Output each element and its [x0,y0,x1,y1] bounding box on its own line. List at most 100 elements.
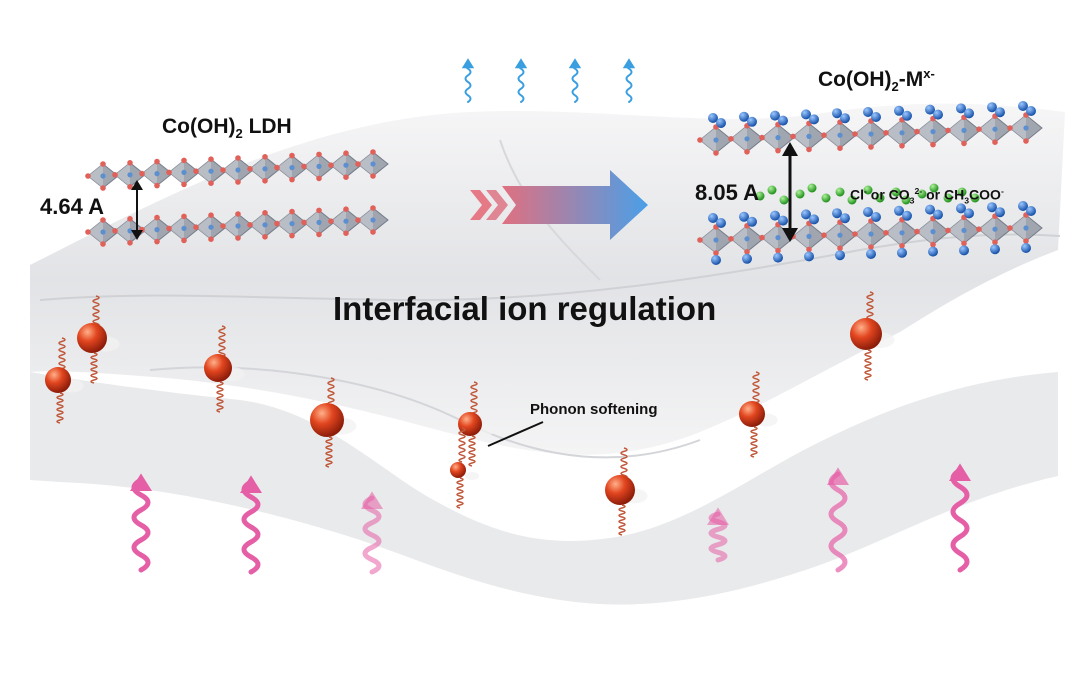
oxygen-atom [744,149,750,155]
oxygen-atom [193,224,199,230]
octahedron-face [917,118,933,145]
cobalt-atom [262,166,268,172]
adsorbed-ion [739,111,749,122]
wave-line [625,61,633,103]
ldh-layer-top [85,149,389,191]
cobalt-atom [806,233,812,239]
octahedron-face [250,156,265,181]
right-spacing-arrow [782,142,798,242]
octahedron-face [304,154,319,179]
oxygen-atom [899,243,905,249]
oxygen-atom [301,163,307,170]
ldh-layer-bottom [85,205,389,247]
oxygen-atom [208,180,214,186]
oxygen-atom [316,151,322,158]
wave-arrowhead [949,463,971,481]
phonon-spring [58,337,66,373]
phonon-unit [204,325,245,413]
intercalated-ion [917,189,927,199]
adsorbed-ion [894,205,904,216]
wave-line [241,479,261,575]
oxygen-atom [289,176,295,183]
pink-wave-arrow [361,491,383,575]
octahedron-face [948,117,964,144]
phonon-unit [605,447,648,536]
oxygen-atom [868,144,874,150]
oxygen-atom [289,208,295,215]
octahedron-face [700,227,716,253]
oxygen-atom [370,205,376,211]
cobalt-atom [806,133,812,139]
cobalt-atom [837,132,843,138]
cobalt-atom [289,165,295,171]
oxygen-atom [1023,138,1029,144]
adsorbed-ion [866,249,876,259]
adsorbed-ion [897,247,907,258]
phonon-sphere [77,323,107,353]
intercalated-ion [821,193,831,203]
cobalt-atom [1023,125,1029,131]
adsorbed-ion [1021,243,1031,253]
octahedron-face [142,161,157,186]
oxygen-atom [930,241,936,248]
intercalated-layer-bottom [697,201,1043,265]
octahedron-face [169,160,184,185]
oxygen-atom [744,249,750,255]
octahedron-face [1010,215,1026,241]
phonon-spring [618,504,626,536]
cobalt-atom [961,227,967,233]
oxygen-atom [775,247,781,254]
oxygen-atom [1023,238,1029,244]
octahedron-face [277,211,292,236]
oxygen-atom [821,232,827,238]
octahedron-face [115,162,130,187]
oxygen-atom [235,155,241,161]
adsorbed-ion [804,251,814,262]
intercalated-ion [929,183,939,193]
intercalated-ion [875,193,885,203]
cobalt-atom [154,227,160,233]
cobalt-atom [262,222,268,228]
wave-line [362,495,382,575]
cobalt-atom [100,173,106,179]
adsorbed-ion [894,105,904,116]
cobalt-atom [181,225,187,231]
cobalt-atom [127,172,133,178]
adsorbed-ion [742,253,752,264]
transformation-arrow [470,170,648,240]
oxygen-atom [316,175,322,182]
oxygen-atom [154,238,160,245]
oxygen-atom [806,146,812,153]
intercalated-ion [755,191,765,201]
adsorbed-ion [1026,106,1036,116]
oxygen-atom [100,217,106,223]
oxygen-atom [852,231,858,237]
oxygen-atom [790,133,796,140]
cobalt-atom [289,221,295,227]
cobalt-atom [992,226,998,232]
oxygen-atom [100,161,106,167]
cobalt-atom [316,219,322,225]
wave-arrowhead [707,507,729,525]
adsorbed-ion [863,207,873,217]
octahedron-face [886,119,902,146]
adsorbed-ion [778,115,788,126]
cobalt-atom [899,230,905,236]
adsorbed-ion [964,208,974,219]
pink-wave-arrow [949,463,971,573]
oxygen-atom [247,222,253,228]
cobalt-atom [713,137,719,143]
oxygen-atom [930,141,936,148]
phonon-sphere [450,462,466,478]
oxygen-atom [112,228,118,234]
oxygen-atom [235,211,241,217]
phonon-unit [739,371,778,458]
cobalt-atom [930,129,936,135]
cobalt-atom [316,163,322,169]
adsorbed-ion [902,210,912,221]
cobalt-atom [235,223,241,229]
cobalt-atom [343,162,349,168]
phonon-spring [325,436,333,468]
adsorbed-ion [840,213,850,224]
